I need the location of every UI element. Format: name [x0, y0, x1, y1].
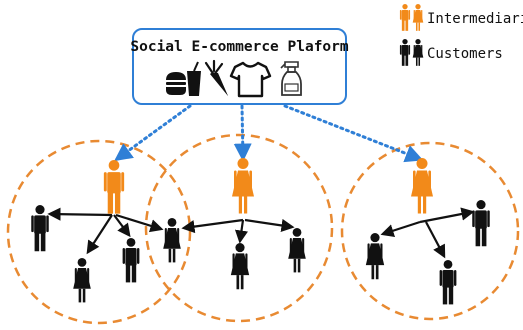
customer-left-2	[73, 258, 91, 303]
community-right-circle	[340, 141, 520, 321]
tshirt-icon	[229, 61, 272, 98]
legend-customers: Customers	[427, 46, 503, 62]
burger-drink-icon	[166, 61, 201, 96]
legend-customer-female-icon	[412, 39, 424, 66]
customer-center-2	[288, 228, 306, 273]
platform-title: Social E-commerce Plaform	[130, 39, 349, 55]
legend-intermediaries-icon	[399, 4, 424, 31]
customer-shared	[163, 218, 181, 263]
intermediary-left	[103, 160, 125, 214]
carrot-icon	[204, 59, 228, 96]
legend-customer-male-icon	[399, 39, 411, 66]
customer-right-2	[365, 233, 385, 280]
legend-intermediaries-label: Intermediaries	[427, 11, 523, 27]
intermediary-right	[411, 158, 433, 214]
legend-customers-label: Customers	[427, 46, 503, 62]
legend-intermediary-male-icon	[399, 4, 411, 31]
platform-box: Social E-commerce Plaform	[130, 28, 349, 105]
platform-to-center-arrow	[233, 104, 252, 162]
customer-right-1	[472, 200, 490, 247]
right-community-links	[380, 207, 475, 259]
spray-bottle-icon	[280, 61, 302, 96]
center-community-links	[181, 218, 295, 244]
customer-left-3	[122, 238, 140, 283]
left-community-links	[47, 207, 164, 255]
legend-intermediaries: Intermediaries	[427, 11, 523, 27]
customer-right-3	[439, 260, 457, 305]
community-center-circle	[144, 133, 334, 323]
platform-to-right-arrow	[283, 104, 424, 163]
intermediary-center	[232, 158, 254, 214]
customer-left-1	[31, 205, 49, 252]
legend-intermediary-female-icon	[412, 4, 424, 31]
legend-customers-icon	[399, 39, 424, 66]
platform-to-left-arrow	[114, 104, 192, 162]
customer-center-1	[230, 243, 250, 290]
